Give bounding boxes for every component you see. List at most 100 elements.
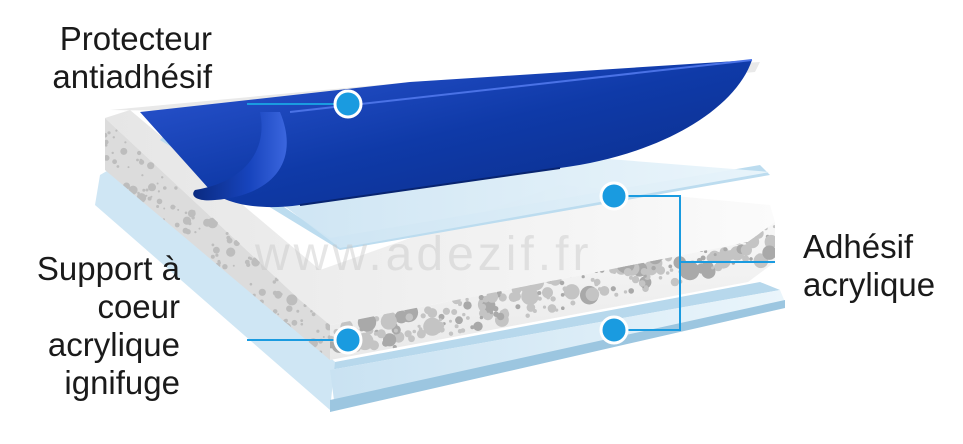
foam-bubble <box>325 323 330 327</box>
foam-bubble <box>380 313 397 330</box>
callout-markers <box>333 89 629 355</box>
foam-bubble <box>740 244 753 256</box>
liner-label: Protecteur antiadhésif <box>40 20 212 96</box>
foam-bubble <box>542 287 553 299</box>
foam-bubble <box>286 294 298 306</box>
foam-bubble <box>479 309 488 318</box>
foam-bubble <box>105 143 108 147</box>
foam-bubble <box>424 306 432 315</box>
adhesive-label: Adhésif acrylique <box>803 228 953 304</box>
foam-bubble <box>258 288 266 296</box>
foam-bubble <box>185 229 191 235</box>
foam-bubble <box>141 174 144 177</box>
foam-bubble <box>244 259 250 265</box>
foam-bubble <box>272 280 276 284</box>
foam-bubble <box>708 256 714 262</box>
foam-bubble <box>521 287 539 306</box>
foam-bubble <box>115 129 118 132</box>
foam-bubble <box>614 292 619 297</box>
watermark-text: www.adezif.fr <box>254 228 592 281</box>
foam-bubble <box>249 282 253 286</box>
core-label-line-1: Support à <box>36 250 180 287</box>
foam-bubble <box>762 245 775 260</box>
foam-bubble <box>322 336 325 338</box>
foam-bubble <box>479 315 484 320</box>
foam-bubble <box>182 216 192 225</box>
foam-bubble <box>210 254 215 259</box>
foam-bubble <box>764 234 775 248</box>
foam-bubble <box>215 253 219 257</box>
foam-bubble <box>124 141 127 144</box>
foam-bubble <box>673 278 678 283</box>
foam-bubble <box>723 247 728 252</box>
foam-bubble <box>716 251 720 256</box>
foam-bubble <box>772 225 775 229</box>
foam-bubble <box>479 303 487 311</box>
foam-bubble <box>225 232 229 235</box>
foam-bubble <box>550 296 556 302</box>
foam-bubble <box>112 136 116 139</box>
foam-bubble <box>300 319 304 322</box>
foam-bubble <box>170 204 176 210</box>
foam-bubble <box>156 205 160 208</box>
foam-bubble <box>458 302 462 307</box>
foam-bubble <box>449 319 452 323</box>
foam-bubble <box>203 218 212 227</box>
foam-bubble <box>408 335 415 343</box>
foam-bubble <box>174 186 178 190</box>
adhesive-label-line-2: acrylique <box>803 266 936 303</box>
foam-bubble <box>427 329 433 336</box>
foam-bubble <box>311 312 316 317</box>
foam-bubble <box>105 155 110 161</box>
foam-bubble <box>682 270 686 274</box>
foam-bubble <box>376 329 386 339</box>
foam-bubble <box>417 324 421 328</box>
foam-bubble <box>194 231 197 234</box>
foam-bubble <box>455 316 463 325</box>
foam-bubble <box>300 322 304 326</box>
leader-lines <box>247 103 775 341</box>
foam-bubble <box>525 313 530 318</box>
foam-bubble <box>211 243 215 247</box>
foam-bubble <box>560 293 565 297</box>
foam-bubble <box>296 309 300 313</box>
core-label: Support à coeur acrylique ignifuge <box>20 250 180 402</box>
foam-bubble <box>161 176 164 179</box>
foam-bubble <box>408 309 414 315</box>
foam-bubble <box>137 150 142 156</box>
foam-bubble <box>473 321 483 331</box>
core-label-line-4: ignifuge <box>64 364 180 401</box>
foam-bubble <box>148 183 156 192</box>
foam-bubble <box>623 268 633 277</box>
foam-bubble <box>137 193 140 197</box>
foam-bubble <box>404 330 412 338</box>
foam-bubble <box>147 162 155 170</box>
foam-bubble <box>526 303 536 312</box>
foam-bubble <box>644 285 648 290</box>
foam-bubble <box>704 249 708 254</box>
foam-bubble <box>177 208 180 211</box>
foam-bubble <box>454 324 459 329</box>
foam-bubble <box>645 268 649 272</box>
foam-bubble <box>142 188 146 192</box>
foam-bubble <box>316 329 320 333</box>
foam-bubble <box>310 310 313 313</box>
foam-bubble <box>597 287 602 291</box>
release-liner <box>110 59 760 208</box>
foam-bubble <box>436 329 441 334</box>
adhesive-label-line-1: Adhésif <box>803 228 914 265</box>
foam-bubble <box>156 182 159 185</box>
foam-bubble <box>420 313 426 319</box>
foam-bubble <box>561 306 565 311</box>
foam-bubble <box>463 301 472 310</box>
foam-bubble <box>274 290 283 299</box>
foam-bubble <box>127 166 130 169</box>
foam-bubble <box>658 276 663 280</box>
foam-bubble <box>157 190 160 193</box>
foam-bubble <box>462 312 466 317</box>
foam-bubble <box>668 264 673 269</box>
foam-bubble <box>730 250 738 258</box>
foam-bubble <box>105 139 109 145</box>
bottom-adhesive-callout-dot-icon <box>599 315 629 345</box>
